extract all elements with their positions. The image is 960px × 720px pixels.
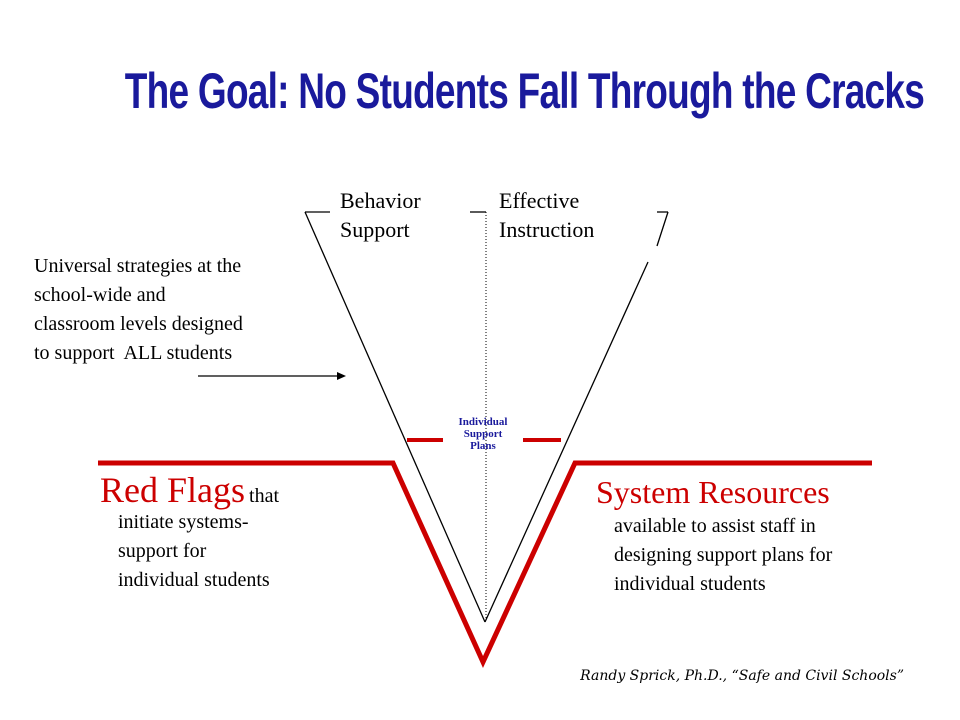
system-resources-block: System Resources available to assist sta…	[596, 474, 833, 595]
funnel-left-line	[304, 211, 486, 623]
credit-text: Randy Sprick, Ph.D., “Safe and Civil Sch…	[580, 668, 904, 684]
red-flags-suffix: that	[249, 485, 280, 507]
slide-title: The Goal: No Students Fall Through the C…	[124, 63, 925, 119]
universal-strategies-text: Universal strategies at the school-wide …	[34, 255, 243, 364]
universal-arrow-head	[337, 372, 346, 380]
effective-instruction-label: Effective Instruction	[499, 188, 595, 242]
red-v-line	[98, 460, 872, 669]
individual-support-plans-label: Individual Support Plans	[458, 416, 508, 452]
right-top-slant	[656, 211, 669, 247]
behavior-support-label: Behavior Support	[340, 188, 421, 242]
red-flags-heading: Red Flags	[100, 470, 246, 510]
system-resources-heading: System Resources	[596, 474, 830, 510]
red-flags-block: Red Flags that initiate systems- support…	[100, 470, 280, 591]
funnel-right-line	[484, 261, 649, 623]
